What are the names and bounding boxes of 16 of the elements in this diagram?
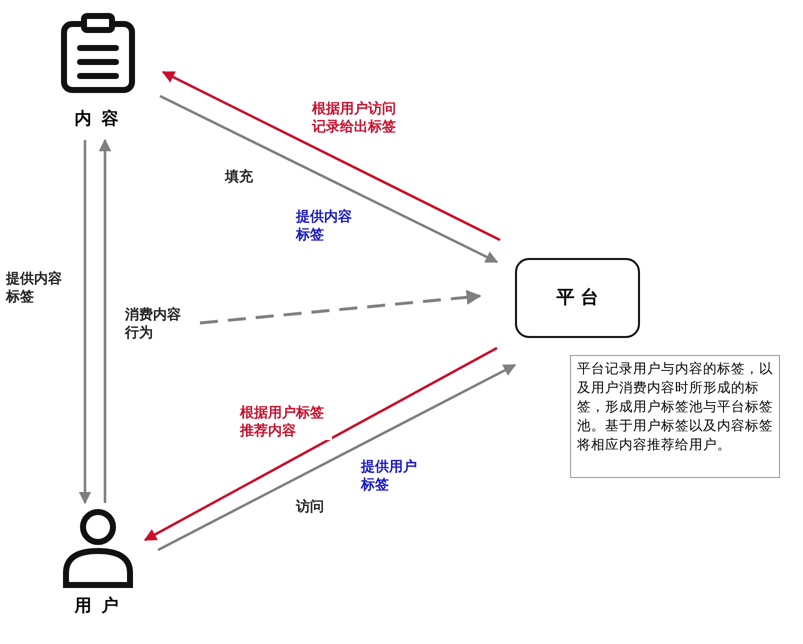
edge-label: 根据用户标签推荐内容 [240, 404, 332, 440]
node-label: 内 容 [74, 110, 122, 128]
arrow [200, 290, 482, 324]
arrow [144, 346, 498, 542]
arrow [162, 70, 501, 242]
note-box: 平台记录用户与内容的标签，以及用户消费内容时所形成的标签，形成用户标签池与平台标签池。基于用户标签以及内容标签将相应内容推荐给用户。 [570, 355, 780, 478]
process-box: 平 台 [515, 258, 640, 338]
node-label: 消费内容行为 [125, 306, 182, 342]
node-label: 用 户 [73, 597, 122, 615]
text-label: 提供内容标签 [6, 270, 63, 306]
arrow [157, 364, 516, 552]
arrow [78, 140, 92, 504]
text-label: 提供内容标签 [296, 208, 353, 244]
text-label: 提供用户标签 [361, 458, 418, 494]
arrow [159, 94, 498, 264]
arrow [98, 138, 112, 503]
